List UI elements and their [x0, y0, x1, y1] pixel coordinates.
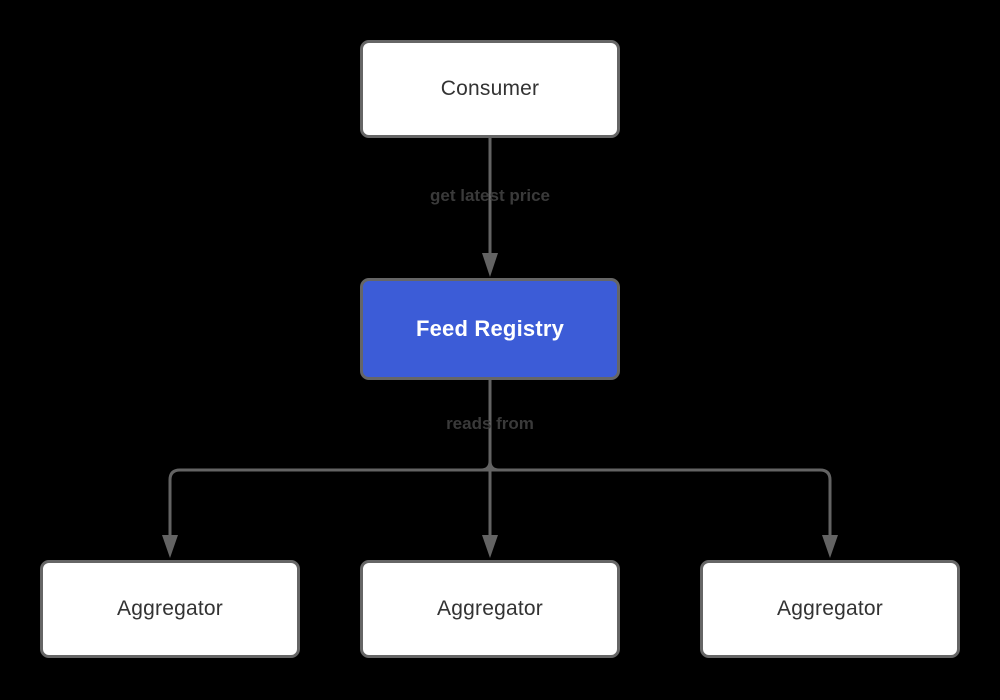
- node-aggregator-3: Aggregator: [700, 560, 960, 658]
- node-aggregator-1: Aggregator: [40, 560, 300, 658]
- node-aggregator-2-label: Aggregator: [437, 597, 543, 620]
- edge-to-aggregator-1: [168, 468, 490, 538]
- node-aggregator-2: Aggregator: [360, 560, 620, 658]
- node-consumer: Consumer: [360, 40, 620, 138]
- arrowhead-feed-registry: [482, 253, 498, 277]
- node-feed-registry: Feed Registry: [360, 278, 620, 380]
- node-feed-registry-label: Feed Registry: [415, 316, 565, 341]
- edge-to-aggregator-3: [490, 468, 832, 538]
- arrowhead-aggregator-2: [482, 535, 498, 558]
- node-aggregator-3-label: Aggregator: [777, 597, 883, 620]
- edge-label-get-latest-price: get latest price: [430, 186, 550, 205]
- node-consumer-label: Consumer: [440, 77, 540, 100]
- arrowhead-aggregator-3: [822, 535, 838, 558]
- node-aggregator-1-label: Aggregator: [117, 597, 223, 620]
- arrowhead-aggregator-1: [162, 535, 178, 558]
- edge-label-reads-from: reads from: [446, 414, 534, 433]
